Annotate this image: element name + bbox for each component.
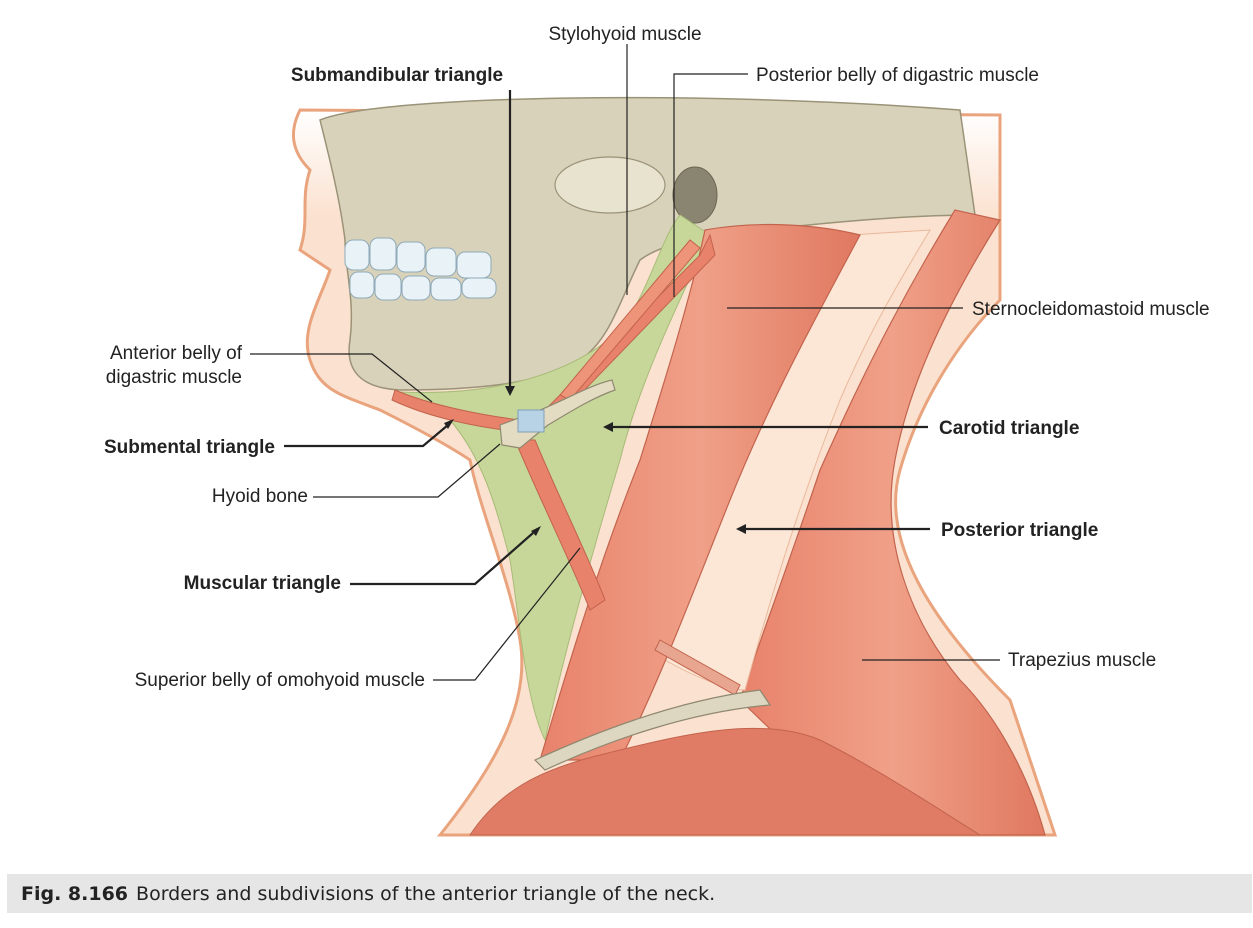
caption-bar: Fig. 8.166 Borders and subdivisions of th… — [7, 874, 1252, 913]
pectoralis-muscle — [469, 727, 982, 836]
label-submandibular-triangle: Submandibular triangle — [291, 65, 503, 86]
zygomatic-arch — [554, 156, 666, 214]
label-posterior-digastric: Posterior belly of digastric muscle — [756, 65, 1039, 86]
caption-text: Borders and subdivisions of the anterior… — [136, 883, 716, 905]
hyoid-tendon-sling — [517, 409, 545, 433]
label-posterior-triangle: Posterior triangle — [941, 520, 1098, 541]
omohyoid-muscle — [514, 439, 606, 611]
skull — [319, 96, 976, 391]
figure-caption: Fig. 8.166 Borders and subdivisions of th… — [21, 883, 715, 905]
teeth — [344, 237, 497, 301]
mastoid-process — [672, 166, 718, 224]
label-trapezius: Trapezius muscle — [1008, 650, 1156, 671]
label-muscular-triangle: Muscular triangle — [184, 573, 341, 594]
label-carotid-triangle: Carotid triangle — [939, 418, 1079, 439]
label-anterior-digastric-line2: digastric muscle — [106, 367, 242, 388]
label-sternocleidomastoid: Sternocleidomastoid muscle — [972, 299, 1210, 320]
figure-number: Fig. 8.166 — [21, 883, 129, 905]
label-hyoid-bone: Hyoid bone — [212, 486, 308, 507]
label-anterior-digastric-line1: Anterior belly of — [110, 343, 243, 364]
label-stylohyoid: Stylohyoid muscle — [548, 24, 701, 45]
sternocleidomastoid-muscle — [539, 223, 861, 761]
anatomy-illustration: Stylohyoid muscle Submandibular triangle… — [104, 24, 1210, 837]
trapezius-muscle — [739, 209, 1046, 836]
clavicle — [533, 689, 772, 771]
label-omohyoid: Superior belly of omohyoid muscle — [135, 670, 425, 691]
label-submental-triangle: Submental triangle — [104, 437, 275, 458]
leader-lines — [250, 44, 1000, 681]
